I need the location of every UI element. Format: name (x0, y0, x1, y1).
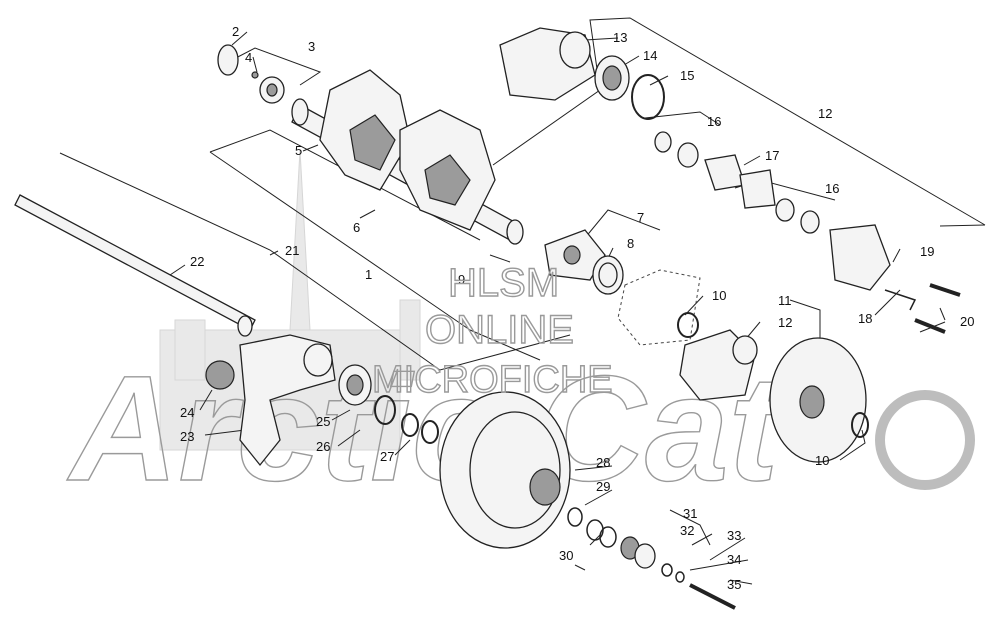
callout-10-lower: 10 (815, 453, 829, 468)
callout-5: 5 (295, 143, 302, 158)
snap-ring-26 (374, 395, 396, 425)
callout-34: 34 (727, 552, 741, 567)
callout-10-upper: 10 (712, 288, 726, 303)
hlsm-watermark-line2: ONLINE (425, 308, 574, 352)
callout-28: 28 (596, 455, 610, 470)
callout-15: 15 (680, 68, 694, 83)
callout-13: 13 (613, 30, 627, 45)
callout-1: 1 (365, 267, 372, 282)
upper-o-ring (631, 74, 665, 120)
brake-spacers-lower (775, 198, 820, 234)
hlsm-watermark: HLSM ONLINE MICROFICHE (371, 260, 613, 401)
bearing-25 (338, 364, 372, 406)
callout-22: 22 (190, 254, 204, 269)
callout-14: 14 (643, 48, 657, 63)
brand-watermark-text: Arctic Cat (66, 344, 785, 512)
brand-watermark: Arctic Cat (65, 343, 975, 513)
dashed-gasket (617, 269, 701, 346)
callout-27: 27 (380, 449, 394, 464)
callout-20: 20 (960, 314, 974, 329)
seal-part (592, 255, 624, 295)
caliper-bolts (884, 283, 961, 334)
callout-labels: 2 3 4 5 6 1 7 8 9 10 10 11 12 12 13 14 1… (180, 24, 974, 592)
callout-2: 2 (232, 24, 239, 39)
bolt-part (489, 254, 511, 263)
circlip-lower (851, 412, 869, 438)
callout-26: 26 (316, 439, 330, 454)
callout-29: 29 (596, 479, 610, 494)
pin-part (251, 71, 259, 79)
circlip-upper (677, 312, 699, 338)
hlsm-watermark-line1: HLSM (448, 261, 559, 305)
washers-27 (401, 413, 439, 444)
callout-23: 23 (180, 429, 194, 444)
callout-16-upper: 16 (707, 114, 721, 129)
upper-bearing-housing (499, 27, 596, 101)
callout-33: 33 (727, 528, 741, 543)
circlip-part (217, 44, 239, 76)
driven-clutch (439, 391, 571, 549)
callout-30: 30 (559, 548, 573, 563)
washer-hardware (567, 507, 736, 610)
callout-18: 18 (858, 311, 872, 326)
driveshaft (14, 194, 256, 337)
brake-pads (704, 154, 776, 209)
hlsm-watermark-line3: MICROFICHE (372, 359, 613, 401)
bearing-housing-support (239, 334, 336, 467)
callout-8: 8 (627, 236, 634, 251)
callout-6: 6 (353, 220, 360, 235)
callout-4: 4 (245, 50, 252, 65)
callout-17: 17 (765, 148, 779, 163)
callout-3: 3 (308, 39, 315, 54)
brake-spacers-upper (654, 131, 699, 168)
callout-7: 7 (637, 210, 644, 225)
needle-bearing (205, 360, 235, 390)
brake-caliper-right (829, 224, 891, 291)
bearing-part (259, 76, 285, 104)
jackshaft-assembly (291, 69, 524, 245)
callout-32: 32 (680, 523, 694, 538)
upper-seal (594, 55, 630, 101)
callout-12-upper: 12 (818, 106, 832, 121)
callout-21: 21 (285, 243, 299, 258)
callout-19: 19 (920, 244, 934, 259)
callout-9: 9 (458, 272, 465, 287)
callout-11: 11 (778, 293, 792, 308)
callout-35: 35 (727, 577, 741, 592)
callout-25: 25 (316, 414, 330, 429)
caliper-left (679, 329, 758, 401)
callout-24: 24 (180, 405, 194, 420)
callout-16-lower: 16 (825, 181, 839, 196)
callout-12-lower: 12 (778, 315, 792, 330)
brake-disc (769, 337, 867, 463)
callout-31: 31 (683, 506, 697, 521)
